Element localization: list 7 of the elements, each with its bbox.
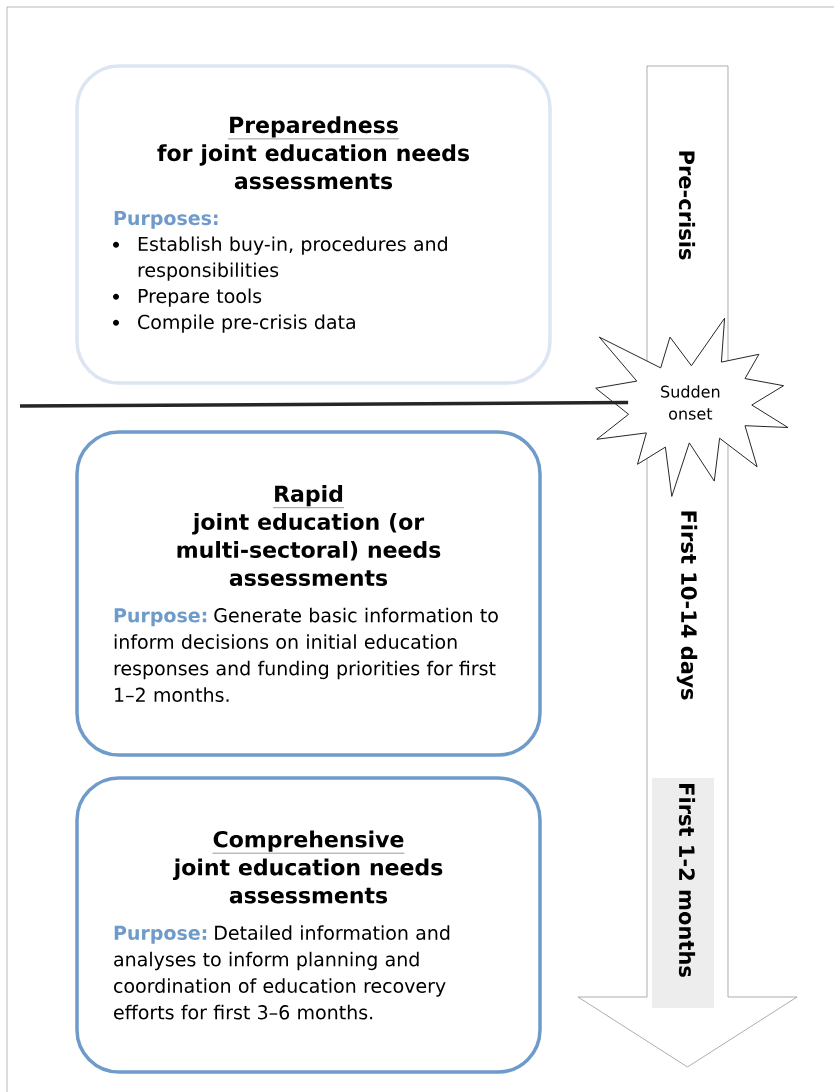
phase-label: Pre-crisis — [678, 151, 696, 260]
assessment-box: Preparedness for joint education needs assessments Purposes: Establish buy-in, procedures and responsibilities Prepare tools Compile pre-crisis data — [75, 64, 552, 385]
divider-line — [20, 400, 629, 408]
assessment-box: Rapid joint education (or multi-sectoral) needs assessments Purpose: Generate basic information to inform decisions on initial education responses and funding priorities for first 1–2 months. — [75, 430, 542, 757]
phase-label: First 1-2 months — [678, 784, 696, 977]
assessment-box: Comprehensive joint education needs assessments Purpose: Detailed information and analyses to inform planning and coordination of education recovery efforts for first 3–6 months. — [75, 776, 542, 1074]
phase-label: First 10-14 days — [676, 511, 698, 700]
